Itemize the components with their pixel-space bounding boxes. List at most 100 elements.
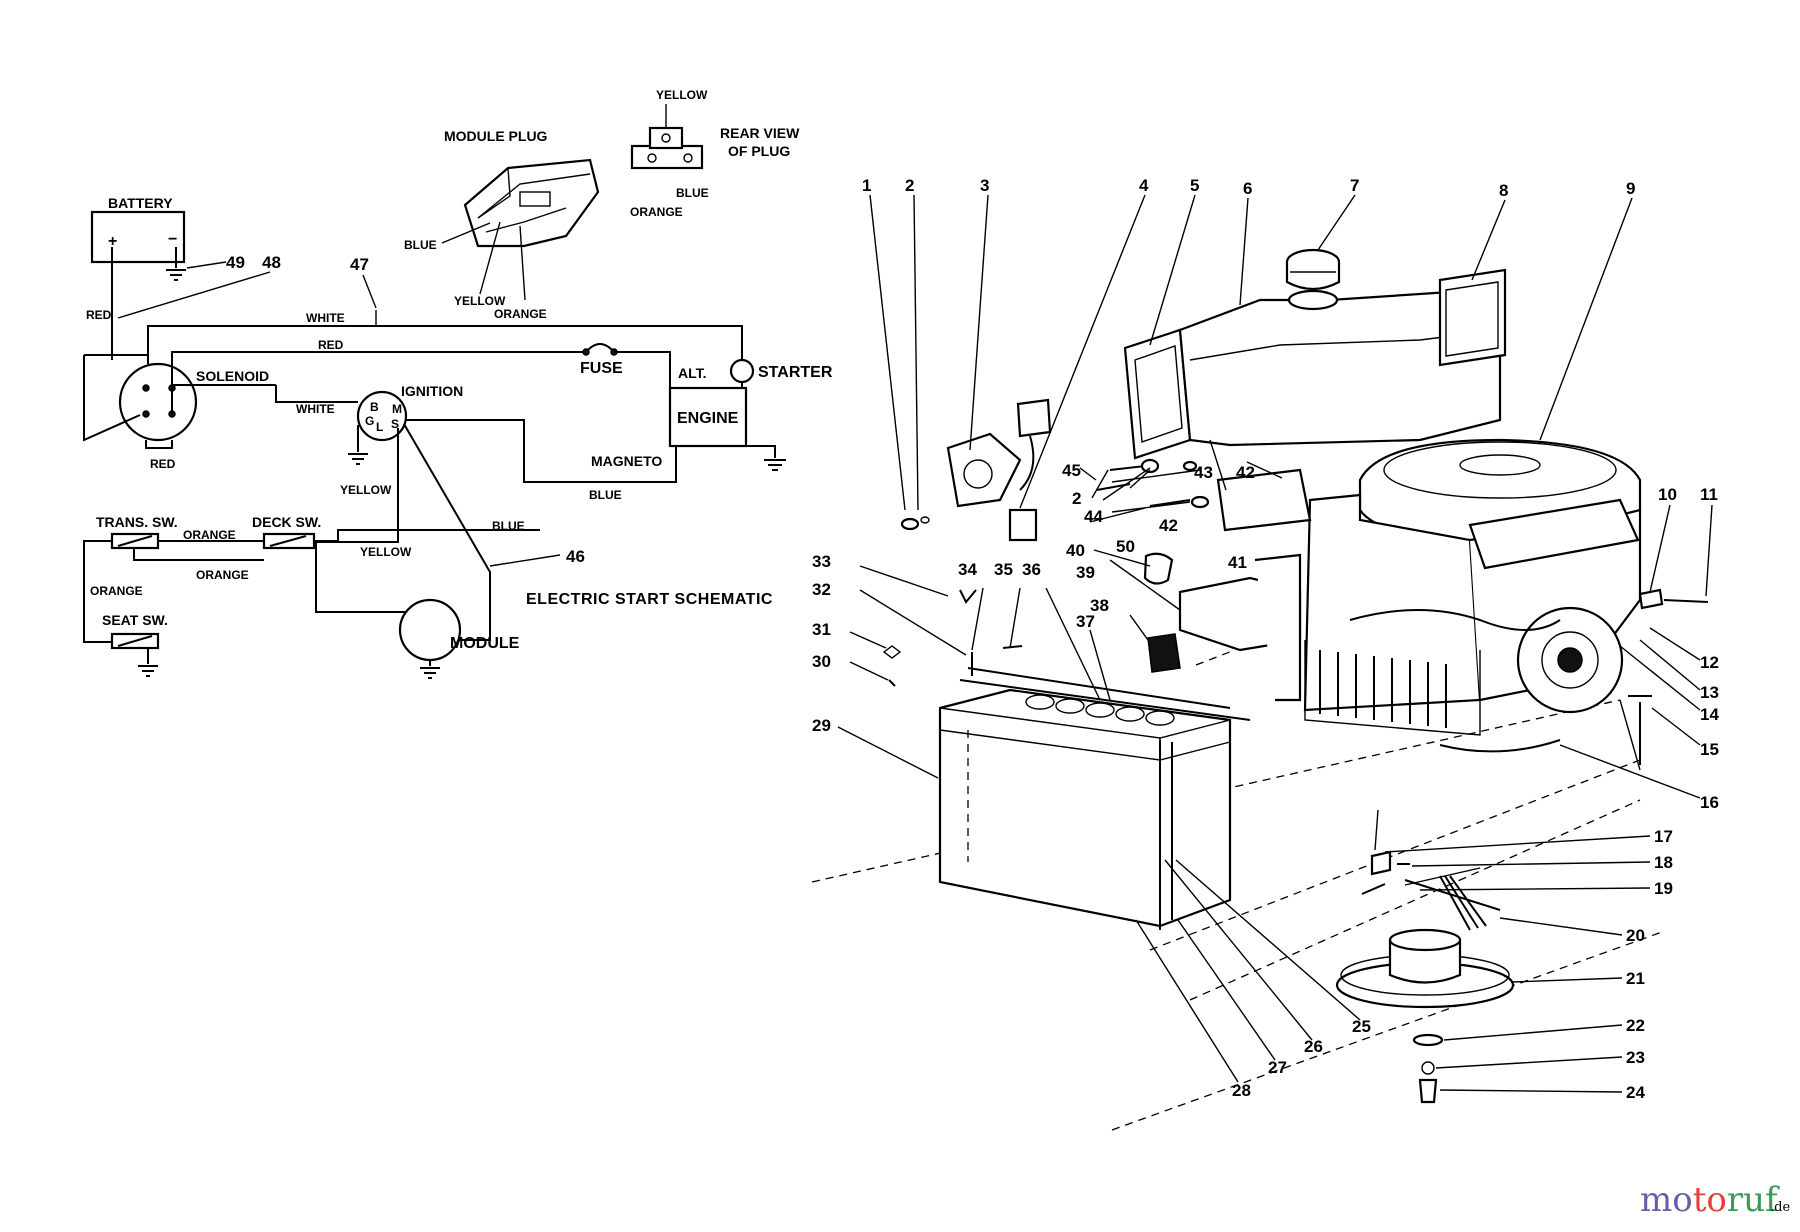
callout-part-45: 45 [1062, 461, 1081, 480]
plug-wire-blue: BLUE [404, 238, 437, 252]
deck-switch-label: DECK SW. [252, 514, 321, 530]
callout-46: 46 [566, 547, 585, 566]
exploded-parts-view [811, 248, 1709, 1131]
battery-symbol [90, 210, 186, 264]
callout-part-2b: 2 [1072, 489, 1081, 508]
callout-part-4: 4 [1139, 176, 1149, 195]
callout-part-32: 32 [812, 580, 831, 599]
callout-part-5: 5 [1190, 176, 1199, 195]
ignition-symbol [356, 390, 408, 442]
watermark-tld: .de [1770, 1200, 1790, 1215]
callout-part-29: 29 [812, 716, 831, 735]
fuse-label: FUSE [580, 360, 623, 377]
callout-part-22: 22 [1626, 1016, 1645, 1035]
wire-label-white-top: WHITE [306, 311, 345, 325]
callout-part-42b: 42 [1236, 463, 1255, 482]
fuse-symbol [585, 343, 615, 353]
rear-plug-orange: ORANGE [630, 205, 683, 219]
ignition-switch-part [946, 398, 1052, 542]
callout-part-2: 2 [905, 176, 914, 195]
callout-part-42a: 42 [1159, 516, 1178, 535]
wire-label-orange-left: ORANGE [90, 584, 143, 598]
battery-minus: − [168, 231, 177, 248]
ignition-terminal-b: B [370, 400, 379, 414]
callout-part-33: 33 [812, 552, 831, 571]
callout-part-39: 39 [1076, 563, 1095, 582]
callout-47: 47 [350, 255, 369, 274]
callout-part-7: 7 [1350, 176, 1359, 195]
wire-label-white-ignition: WHITE [296, 402, 335, 416]
module-part [1147, 633, 1181, 673]
callout-part-37: 37 [1076, 612, 1095, 631]
wire-label-red-solenoid: RED [150, 457, 176, 471]
rear-plug-yellow: YELLOW [656, 88, 708, 102]
callout-part-11: 11 [1700, 485, 1718, 504]
callout-part-40: 40 [1066, 541, 1085, 560]
callout-part-16: 16 [1700, 793, 1719, 812]
module-plug-label: MODULE PLUG [444, 128, 548, 144]
alt-label: ALT. [678, 365, 707, 381]
trans-switch-label: TRANS. SW. [96, 514, 178, 530]
ignition-terminal-l: L [376, 420, 383, 434]
plug-wire-yellow: YELLOW [454, 294, 506, 308]
callout-49: 49 [226, 253, 245, 272]
callout-part-35: 35 [994, 560, 1013, 579]
rear-plug-blue: BLUE [676, 186, 709, 200]
callout-part-24: 24 [1626, 1083, 1645, 1102]
watermark: motoruf .de [1640, 1180, 1790, 1220]
callout-48: 48 [262, 253, 281, 272]
callout-part-26: 26 [1304, 1037, 1323, 1056]
callout-part-18: 18 [1654, 853, 1673, 872]
module-label: MODULE [450, 635, 520, 652]
part-callouts: 1 2 3 4 5 6 7 8 9 10 11 12 13 14 15 16 1… [812, 176, 1719, 1102]
callout-part-34: 34 [958, 560, 977, 579]
ignition-terminal-s: S [391, 417, 399, 431]
wire-label-yellow-ignition: YELLOW [340, 483, 392, 497]
rear-view-line1: REAR VIEW [720, 125, 800, 141]
callout-part-30: 30 [812, 652, 831, 671]
wire-label-blue-magneto: BLUE [589, 488, 622, 502]
fasteners [1361, 695, 1652, 1104]
wire-label-orange-mid: ORANGE [196, 568, 249, 582]
battery-part [938, 667, 1251, 930]
solenoid-label: SOLENOID [196, 368, 269, 384]
callout-part-28: 28 [1232, 1081, 1251, 1100]
callout-part-31: 31 [812, 620, 831, 639]
callout-part-36: 36 [1022, 560, 1041, 579]
callout-part-21: 21 [1626, 969, 1645, 988]
callout-part-20: 20 [1626, 926, 1645, 945]
callout-part-12: 12 [1700, 653, 1719, 672]
callout-part-25: 25 [1352, 1017, 1371, 1036]
starter-label: STARTER [758, 364, 833, 381]
schematic-title: ELECTRIC START SCHEMATIC [526, 591, 773, 608]
pulley-part [1335, 928, 1515, 1009]
engine [1303, 438, 1642, 753]
engine-shroud [1123, 248, 1507, 460]
ignition-terminal-g: G [365, 414, 374, 428]
callout-part-9: 9 [1626, 179, 1635, 198]
magneto-label: MAGNETO [591, 453, 662, 469]
ignition-terminal-m: M [392, 402, 402, 416]
callout-part-23: 23 [1626, 1048, 1645, 1067]
watermark-segment-1: mo [1640, 1180, 1693, 1220]
callout-part-44: 44 [1084, 507, 1103, 526]
callout-part-15: 15 [1700, 740, 1719, 759]
battery-label: BATTERY [108, 195, 173, 211]
solenoid-symbol [118, 362, 198, 442]
module-plug-drawing [463, 158, 600, 248]
callout-part-38: 38 [1090, 596, 1109, 615]
callout-part-27: 27 [1268, 1058, 1287, 1077]
wire-label-orange-top: ORANGE [183, 528, 236, 542]
callout-part-17: 17 [1654, 827, 1673, 846]
engine-label: ENGINE [677, 410, 739, 427]
wire-label-yellow-deck: YELLOW [360, 545, 412, 559]
battery-plus: + [108, 233, 117, 250]
callout-part-13: 13 [1700, 683, 1719, 702]
plug-wire-orange: ORANGE [494, 307, 547, 321]
callout-part-50: 50 [1116, 537, 1135, 556]
wire-label-red-battery: RED [86, 308, 112, 322]
callout-part-19: 19 [1654, 879, 1673, 898]
callout-part-3: 3 [980, 176, 989, 195]
engine-symbol [668, 386, 748, 448]
